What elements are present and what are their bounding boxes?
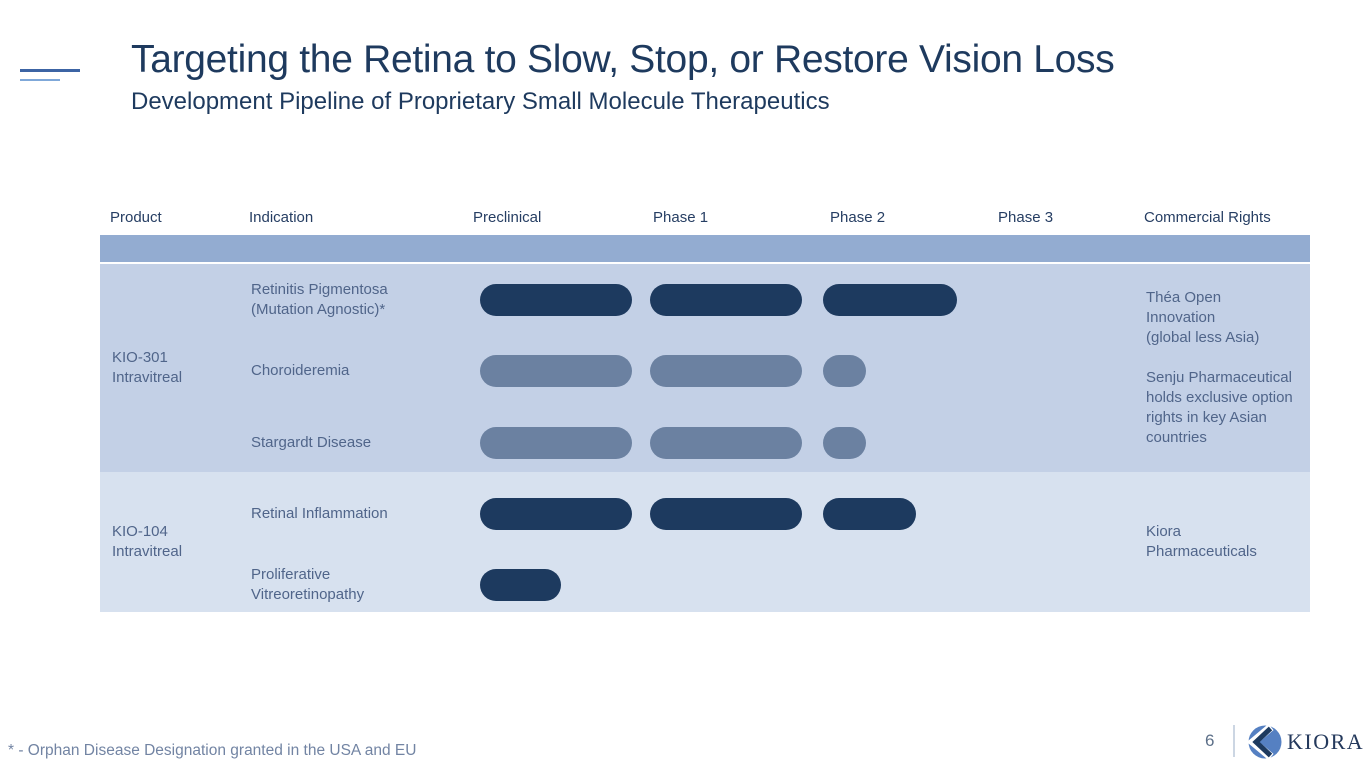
phase-bar-preclinical	[480, 569, 561, 601]
phase-bar-phase-1	[650, 427, 802, 459]
phase-bar-phase-2	[823, 355, 866, 387]
footnote: * - Orphan Disease Designation granted i…	[8, 742, 417, 759]
page-title: Targeting the Retina to Slow, Stop, or R…	[131, 38, 1115, 81]
phase-bar-phase-2	[823, 284, 957, 316]
phase-bar-preclinical	[480, 284, 632, 316]
footer-divider	[1233, 725, 1235, 757]
phase-bar-phase-2	[823, 427, 866, 459]
indication-label: Proliferative Vitreoretinopathy	[251, 566, 365, 603]
accent-line-light-icon	[20, 79, 60, 81]
indication-label: Retinitis Pigmentosa (Mutation Agnostic)…	[251, 281, 388, 318]
page-subtitle: Development Pipeline of Proprietary Smal…	[131, 88, 830, 115]
indication-label: Retinal Inflammation	[251, 505, 388, 522]
column-header-indication: Indication	[249, 209, 314, 226]
accent-line-dark-icon	[20, 69, 80, 72]
column-header-phase-1: Phase 1	[653, 209, 709, 226]
column-header-phase-2: Phase 2	[830, 209, 886, 226]
phase-bar-preclinical	[480, 427, 632, 459]
phase-bar-phase-1	[650, 498, 802, 530]
phase-bar-phase-2	[823, 498, 916, 530]
phase-bar-phase-1	[650, 355, 802, 387]
phase-bar-preclinical	[480, 498, 632, 530]
company-logo: KIORA	[1245, 723, 1364, 761]
column-header-preclinical: Preclinical	[473, 209, 542, 226]
phase-bar-preclinical	[480, 355, 632, 387]
commercial-rights-label: Kiora Pharmaceuticals	[1146, 523, 1257, 560]
product-label: KIO-104 Intravitreal	[112, 523, 183, 560]
kiora-logo-icon	[1246, 723, 1282, 761]
header-band	[100, 235, 1310, 262]
indication-label: Choroideremia	[251, 362, 350, 379]
indication-label: Stargardt Disease	[251, 434, 372, 451]
column-header-phase-3: Phase 3	[998, 209, 1054, 226]
page-number: 6	[1205, 731, 1215, 750]
commercial-rights-label: Théa Open Innovation (global less Asia) …	[1146, 289, 1293, 446]
phase-bar-phase-1	[650, 284, 802, 316]
product-group-band-2	[100, 472, 1310, 612]
column-header-product: Product	[110, 209, 162, 226]
product-label: KIO-301 Intravitreal	[112, 349, 183, 386]
logo-text: KIORA	[1287, 729, 1365, 754]
column-header-commercial-rights: Commercial Rights	[1144, 209, 1271, 226]
pipeline-chart: Product Indication Preclinical Phase 1 Phase…	[100, 205, 1310, 612]
